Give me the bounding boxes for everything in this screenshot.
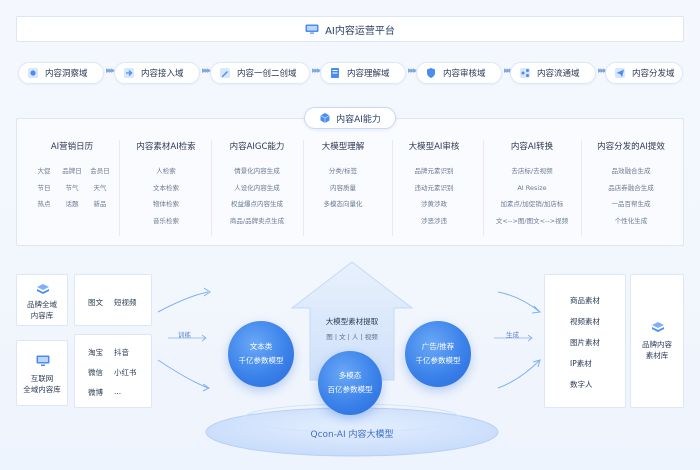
pipeline-arrow: ▸▸▸ (408, 66, 417, 76)
source-brand-library[interactable]: 品牌全域 内容库 (16, 274, 68, 326)
output-item: IP素材 (570, 359, 592, 368)
pipeline-arrow: ▸▸▸ (504, 66, 513, 76)
output-item: 数字人 (570, 380, 593, 389)
platform-title-bar: AI内容运营平台 (16, 16, 684, 42)
output-item: 图片素材 (570, 338, 600, 347)
train-flow-curve (157, 291, 209, 313)
capability-column-calendar: AI营销日历 大促 品牌日 会员日 节日 节气 天气 热点 话题 新品 (26, 140, 118, 213)
cube-icon (320, 113, 330, 123)
base-model-label: Qcon-AI 内容大模型 (310, 430, 394, 440)
platform-title: AI内容运营平台 (325, 25, 395, 37)
ai-capability-tag: 内容AI能力 (304, 107, 396, 129)
monitor-icon (36, 355, 50, 366)
output-item: 视频素材 (570, 317, 600, 326)
source-internet-library[interactable]: 互联网 全域内容库 (16, 340, 68, 406)
pipeline-step-review[interactable]: 内容审核域 (416, 62, 502, 84)
capability-column-search: 内容素材AI检索 人检索 文本检索 物体检索 音乐检索 (136, 142, 196, 225)
pipeline-arrow: ▸▸▸ (202, 66, 211, 76)
capability-column-understand: 大模型理解 分类/标签 内容质量 多模态向量化 (321, 142, 365, 208)
pipeline-arrow: ▸▸▸ (312, 66, 321, 76)
text-model-sphere[interactable]: 文本类 千亿参数模型 (228, 321, 294, 387)
pipeline-step-create[interactable]: 内容一创二创域 (210, 62, 310, 84)
generate-flow-curve (497, 291, 541, 313)
ad-recommend-model-sphere[interactable]: 广告/推荐 千亿参数模型 (405, 321, 471, 387)
import-icon (124, 68, 134, 78)
eye-icon (28, 68, 38, 78)
pipeline-step-circulate[interactable]: 内容流通域 (510, 62, 596, 84)
ai-capability-panel (16, 118, 684, 246)
generate-flow-curve (497, 359, 541, 389)
column-divider (211, 140, 212, 236)
generate-label: 生成 (506, 331, 519, 339)
pipeline-step-distribute[interactable]: 内容分发域 (605, 62, 683, 84)
database-icon (37, 284, 49, 294)
pipeline-step-understand[interactable]: 内容理解域 (320, 62, 406, 84)
share-icon (520, 68, 530, 78)
calendar-grid: 大促 品牌日 会员日 节日 节气 天气 热点 话题 新品 (37, 167, 110, 208)
train-label: 训练 (178, 331, 191, 339)
model-illustration (157, 261, 542, 457)
capability-column-convert: 内容AI转换 去店标/去视频 AI Resize 加素点/加促销/加店标 文<-… (495, 142, 569, 225)
capability-column-distribute: 内容分发的AI提效 品效融合生成 品店券融合生成 一品百帮生成 个性化生成 (597, 142, 665, 225)
document-icon (331, 68, 339, 78)
train-flow-curve (157, 359, 209, 389)
send-icon (615, 68, 625, 78)
pyramid-title: 大模型素材提取 (325, 317, 379, 326)
column-divider (119, 140, 120, 236)
column-divider (483, 140, 484, 236)
capability-column-aigc: 内容AIGC能力 情景化内容生成 人设化内容生成 权益爆点内容生成 商品/品牌卖… (229, 142, 285, 225)
column-divider (581, 140, 582, 236)
multimodal-model-sphere[interactable]: 多模态 百亿参数模型 (318, 351, 382, 415)
capability-column-review: 大模型AI审核 品牌元素识别 违动元素识别 涉黄涉政 涉恶涉违 (408, 142, 460, 225)
pipeline-step-import[interactable]: 内容接入域 (114, 62, 200, 84)
create-icon (220, 68, 230, 78)
pipeline-step-insight[interactable]: 内容洞察域 (18, 62, 104, 84)
target-brand-library[interactable]: 品牌内容 素材库 (630, 274, 684, 408)
pipeline-arrow: ▸▸▸ (106, 66, 115, 76)
column-divider (303, 140, 304, 236)
monitor-icon (305, 24, 319, 34)
pipeline-arrow: ▸▸▸ (598, 66, 607, 76)
source-format-box: 图文 短视频 (74, 274, 152, 326)
output-item: 商品素材 (570, 296, 600, 305)
column-divider (392, 140, 393, 236)
source-platform-box: 淘宝 抖音 微信 小红书 微博 ... (74, 334, 152, 408)
shield-icon (427, 68, 435, 78)
database-icon (652, 322, 664, 332)
pyramid-subtitle: 图 | 文 | 人 | 视频 (326, 333, 378, 341)
output-materials-box (544, 274, 626, 408)
